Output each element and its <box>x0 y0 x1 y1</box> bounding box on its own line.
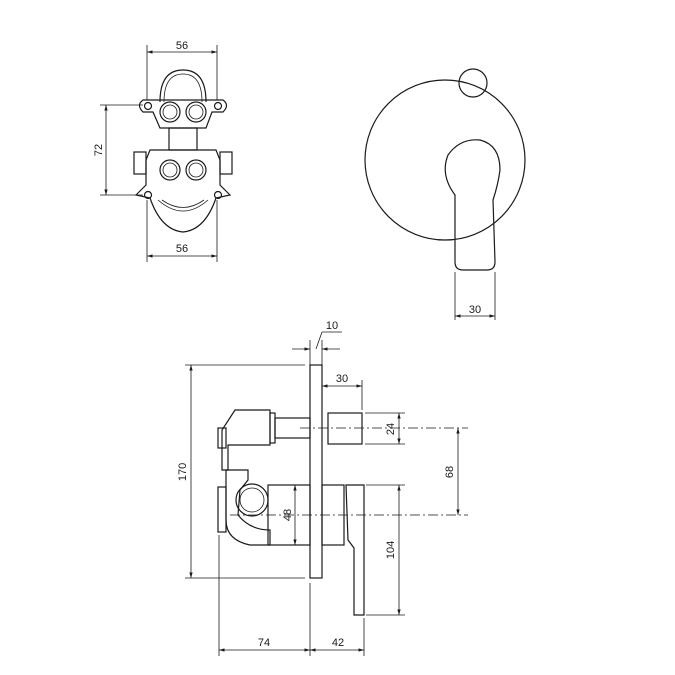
dim-projection: 42 <box>332 637 344 649</box>
plan-view <box>100 45 233 262</box>
dim-cartridge-diameter: 48 <box>282 509 294 521</box>
dim-plan-width-bottom: 56 <box>176 243 188 255</box>
side-view <box>185 331 468 656</box>
dim-total-height: 170 <box>177 463 189 481</box>
dim-plan-height: 72 <box>93 144 105 156</box>
dim-axis-spacing: 68 <box>444 466 456 478</box>
front-view <box>364 68 526 320</box>
dim-plan-width-top: 56 <box>176 40 188 52</box>
dim-outlet-diameter: 24 <box>385 423 397 435</box>
dim-plate-thickness: 10 <box>326 320 338 332</box>
dim-lever-width: 30 <box>469 304 481 316</box>
dim-outlet-length: 30 <box>336 373 348 385</box>
dim-lever-height: 104 <box>385 541 397 559</box>
dim-body-depth: 74 <box>258 637 270 649</box>
